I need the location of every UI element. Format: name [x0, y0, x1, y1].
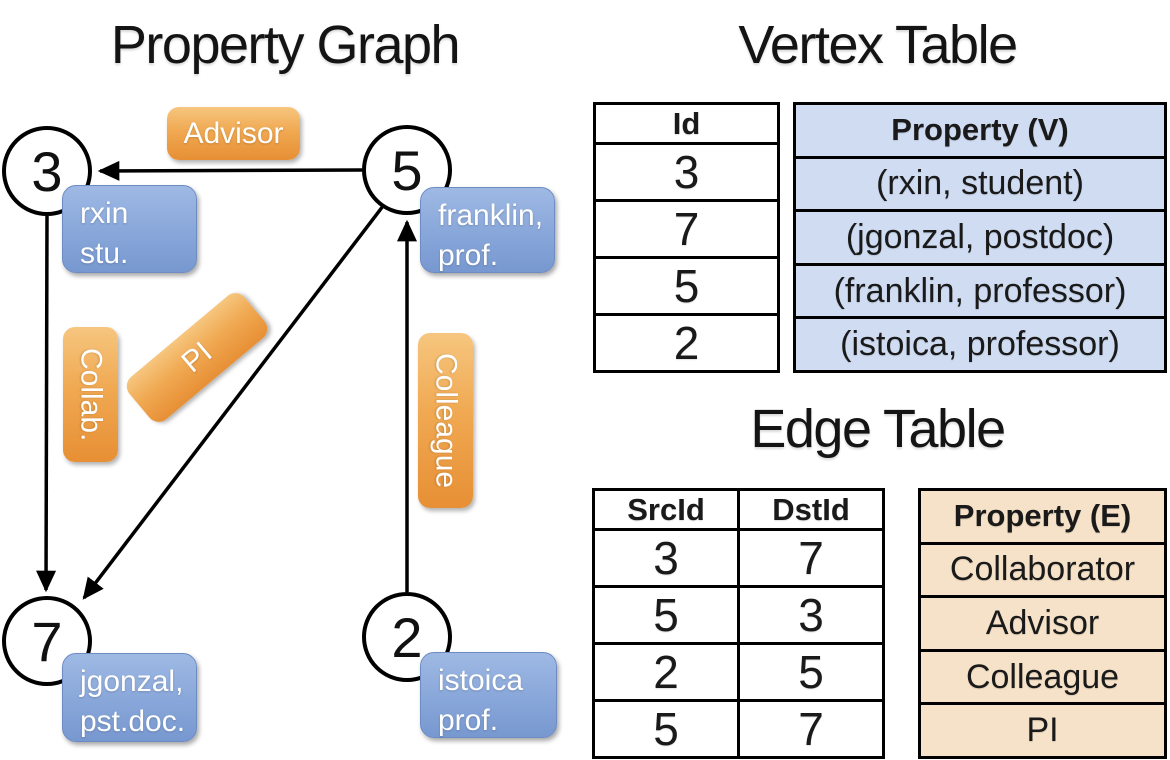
edge-table-property-cell: Advisor — [921, 595, 1164, 649]
edge-table-ids-row: 3 7 — [595, 528, 882, 585]
vertex-table-title: Vertex Table — [738, 15, 1018, 75]
edge-table-srcid-cell: 5 — [653, 589, 679, 641]
node-5-property-box: franklin, prof. — [420, 187, 555, 273]
vertex-table-id-cell: 3 — [596, 142, 777, 199]
edge-table-property-header: Property (E) — [953, 498, 1132, 534]
node-7-id: 7 — [31, 609, 63, 673]
edge-table-ids-header-row: SrcId DstId — [595, 491, 882, 528]
node-2-id: 2 — [391, 605, 423, 669]
edge-5-to-7-arrow — [82, 204, 385, 600]
edge-table-srcid-cell: 2 — [653, 646, 679, 698]
edge-table-dstid-cell: 7 — [737, 702, 882, 756]
edge-table-property-cell: PI — [921, 702, 1164, 756]
node-3-property-line1: rxin — [80, 197, 129, 230]
edge-table-ids-row: 2 5 — [595, 642, 882, 699]
node-7-property-box: jgonzal, pst.doc. — [62, 653, 197, 742]
vertex-table-id-cell: 5 — [596, 256, 777, 313]
edge-label-colleague: Colleague — [418, 333, 473, 508]
edge-table-property-cell: Colleague — [921, 648, 1164, 703]
vertex-table-id-cell: 7 — [596, 199, 777, 256]
node-3-id: 3 — [31, 139, 63, 203]
edge-table-srcid-header: SrcId — [627, 491, 705, 527]
edge-table-ids-row: 5 7 — [595, 699, 882, 756]
vertex-table-property-column: Property (V) (rxin, student) (jgonzal, p… — [793, 102, 1167, 373]
edge-table-srcid-cell: 3 — [653, 532, 679, 584]
node-5-property-line1: franklin, — [438, 199, 544, 232]
node-3-property-box: rxin stu. — [62, 185, 197, 273]
node-3-circle: 3 — [2, 126, 92, 216]
vertex-table-property-cell: (rxin, student) — [796, 155, 1164, 210]
node-5-property-line2: prof. — [438, 238, 499, 272]
node-5-id: 5 — [391, 138, 423, 202]
edge-5-to-3-arrow — [97, 160, 363, 181]
edge-table-dstid-cell: 3 — [737, 588, 882, 642]
edge-table-ids-columns: SrcId DstId 3 7 5 3 2 5 5 7 — [592, 488, 885, 759]
vertex-table-id-column: Id 3 7 5 2 — [593, 102, 780, 373]
edge-label-collab: Collab. — [63, 327, 118, 462]
edge-table-property-column: Property (E) Collaborator Advisor Collea… — [918, 488, 1167, 759]
vertex-table-id-cell: 2 — [596, 313, 777, 370]
vertex-table-property-cell: (istoica, professor) — [796, 316, 1164, 370]
vertex-table-property-header: Property (V) — [891, 112, 1069, 148]
property-graph-title: Property Graph — [110, 15, 461, 75]
node-3-property-line2: stu. — [80, 236, 129, 270]
edge-label-advisor: Advisor — [167, 107, 300, 160]
vertex-table-id-header: Id — [672, 105, 701, 141]
edge-table-property-cell: Collaborator — [921, 541, 1164, 596]
edge-table-title: Edge Table — [750, 399, 1006, 459]
edge-table-dstid-cell: 5 — [737, 645, 882, 699]
vertex-table-property-cell: (jgonzal, postdoc) — [796, 209, 1164, 263]
node-2-property-line2: prof. — [438, 703, 499, 737]
node-7-property-line2: pst.doc. — [80, 704, 186, 738]
edge-table-dstid-cell: 7 — [737, 531, 882, 585]
node-2-property-box: istoica prof. — [420, 652, 557, 738]
node-2-property-line1: istoica — [438, 664, 524, 697]
node-7-property-line1: jgonzal, — [80, 665, 184, 698]
edge-3-to-7-arrow — [36, 215, 57, 593]
edge-table-ids-row: 5 3 — [595, 585, 882, 642]
edge-table-dstid-header: DstId — [737, 491, 882, 528]
vertex-table-property-cell: (franklin, professor) — [796, 262, 1164, 317]
edge-table-srcid-cell: 5 — [653, 703, 679, 755]
